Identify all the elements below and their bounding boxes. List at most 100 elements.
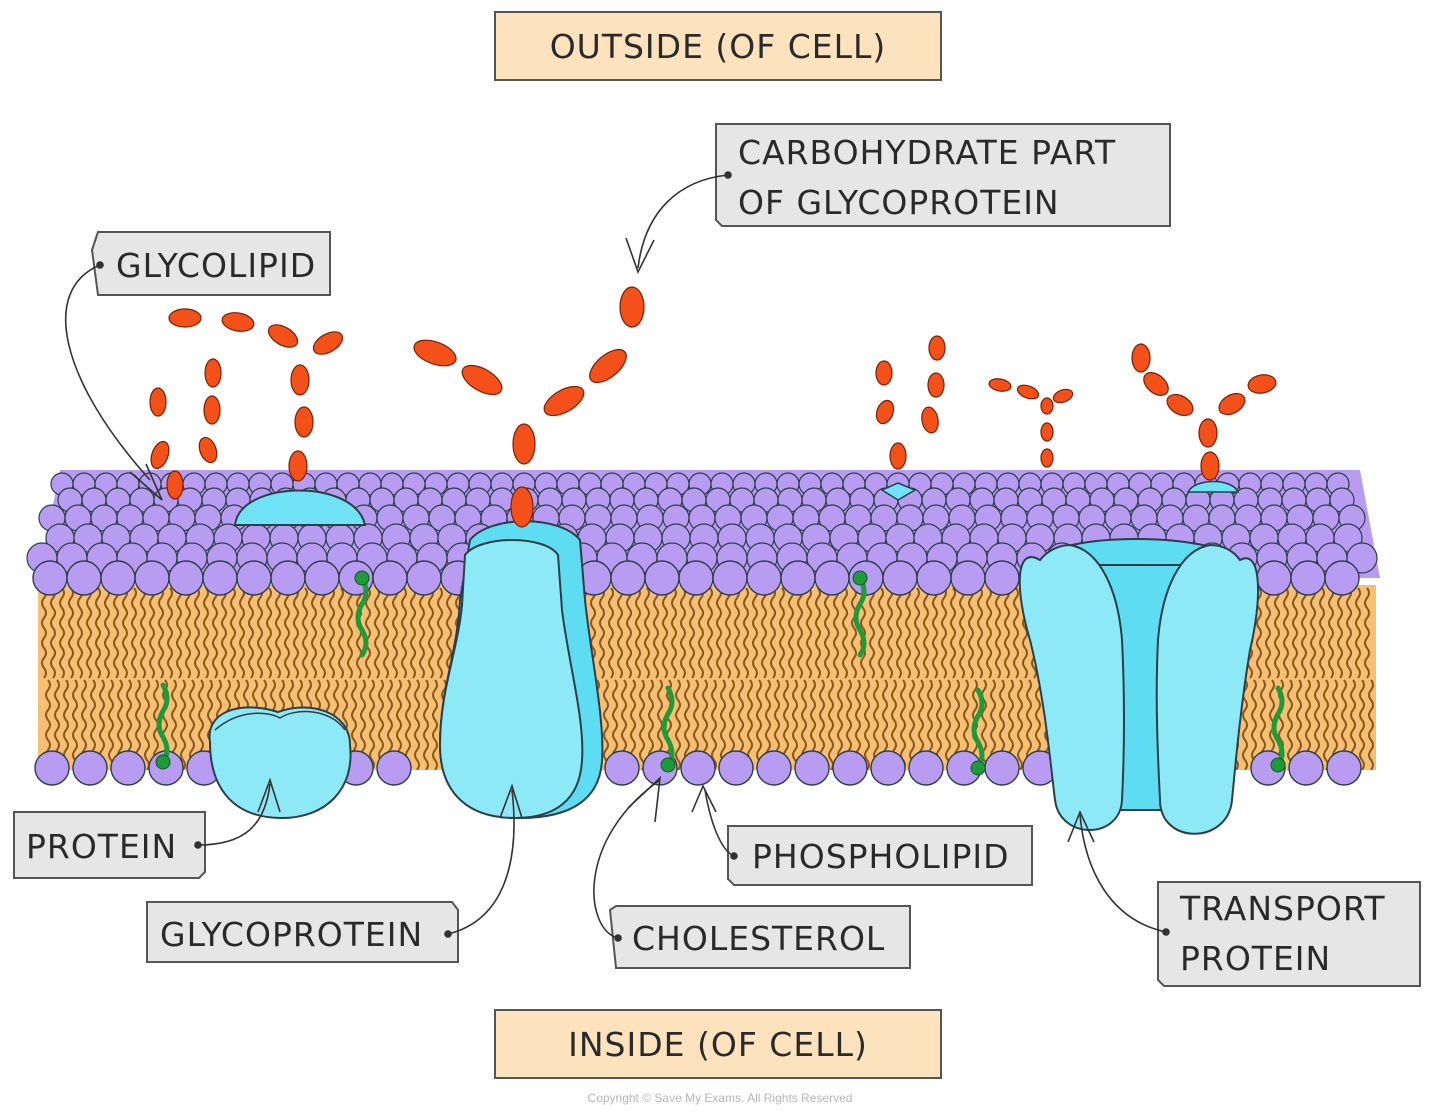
phospholipid-head <box>1290 560 1326 596</box>
fatty-acid-tail <box>635 587 641 679</box>
fatty-acid-tail <box>302 587 308 679</box>
sugar-unit <box>221 312 255 332</box>
fatty-acid-tail <box>743 587 749 679</box>
fatty-acid-tail <box>369 679 375 770</box>
fatty-acid-tail <box>131 587 137 679</box>
sugar-unit <box>290 364 310 396</box>
sugar-unit <box>204 358 222 388</box>
sugar-unit <box>1200 451 1220 481</box>
phospholipid-head <box>304 560 340 596</box>
fatty-acid-tail <box>176 587 182 679</box>
phospholipid-head <box>110 750 146 786</box>
carbohydrate-label: CARBOHYDRATE PART OF GLYCOPROTEIN <box>715 123 1171 227</box>
phospholipid-head <box>746 560 782 596</box>
phospholipid-head <box>34 750 70 786</box>
sugar-unit <box>1166 393 1194 417</box>
cholesterol-tail <box>971 687 985 771</box>
fatty-acid-tail <box>392 587 398 679</box>
sugar-unit <box>927 372 945 398</box>
small-surface-protein <box>1186 480 1240 493</box>
sugar-unit <box>1198 418 1218 448</box>
sugar-unit <box>589 348 627 384</box>
fatty-acid-tail <box>144 679 150 770</box>
fatty-acid-tail <box>752 587 758 679</box>
fatty-acid-tail <box>414 679 420 770</box>
sugar-unit <box>203 395 221 425</box>
phospholipid-head <box>66 560 102 596</box>
fatty-acid-tail <box>617 587 623 679</box>
fatty-acid-tail <box>1004 587 1010 679</box>
fatty-acid-tail <box>257 587 263 679</box>
fatty-acid-tail <box>221 587 227 679</box>
fatty-acid-tail <box>671 587 677 679</box>
cholesterol-tail <box>661 685 675 768</box>
fatty-acid-tail <box>909 679 915 770</box>
phospholipid-head <box>100 560 136 596</box>
phospholipid-head <box>756 750 792 786</box>
cholesterol-head <box>660 757 676 773</box>
cholesterol-tail <box>1271 685 1285 768</box>
cholesterol-molecules <box>155 570 1286 776</box>
fatty-acid-tail <box>1274 587 1280 679</box>
phospholipid-head <box>794 750 830 786</box>
fatty-acid-tail <box>1265 587 1271 679</box>
cholesterol-tail <box>355 575 369 658</box>
fatty-acid-tail <box>266 587 272 679</box>
fatty-acid-tail <box>86 587 92 679</box>
fatty-acid-tail <box>293 587 299 679</box>
fatty-acid-tail <box>698 587 704 679</box>
phospholipid-head <box>678 560 714 596</box>
fatty-acid-tail <box>428 587 434 679</box>
phospholipid-head <box>1326 750 1362 786</box>
phospholipid-head <box>406 560 442 596</box>
sugar-unit <box>198 436 218 464</box>
phospholipid-label: PHOSPHOLIPID <box>727 825 1033 886</box>
cholesterol-head <box>970 760 986 776</box>
cholesterol-head <box>354 570 370 586</box>
fatty-acid-tail <box>770 587 776 679</box>
fatty-acid-tail <box>1013 587 1019 679</box>
fatty-acid-tail <box>1026 679 1032 770</box>
svg-text:GLYCOLIPID: GLYCOLIPID <box>116 246 316 285</box>
phospholipid-head <box>644 560 680 596</box>
fatty-acid-tail <box>149 587 155 679</box>
fatty-acid-tail <box>941 587 947 679</box>
fatty-acid-tail <box>828 679 834 770</box>
fatty-acid-tail <box>378 679 384 770</box>
fatty-acid-tail <box>374 587 380 679</box>
sugar-unit <box>1131 343 1151 373</box>
fatty-acid-tail <box>689 587 695 679</box>
fatty-acid-tail <box>864 679 870 770</box>
fatty-acid-tail <box>932 587 938 679</box>
cholesterol-tail <box>156 682 170 765</box>
fatty-acid-tail <box>626 587 632 679</box>
fatty-acid-tail <box>914 587 920 679</box>
sugar-unit <box>267 324 299 348</box>
cholesterol-head <box>852 570 868 586</box>
fatty-acid-tail <box>1017 679 1023 770</box>
phospholipid-head <box>950 560 986 596</box>
fatty-acid-tail <box>1355 587 1361 679</box>
inside-label: INSIDE (OF CELL) <box>494 1009 942 1079</box>
carbohydrate-chains <box>149 286 1277 528</box>
phospholipid-head <box>134 560 170 596</box>
phospholipid-head <box>1256 560 1292 596</box>
fatty-acid-tail <box>212 587 218 679</box>
fatty-acid-tail <box>923 587 929 679</box>
protein-shape-top <box>214 710 346 731</box>
fatty-acid-tail <box>284 587 290 679</box>
fatty-acid-tail <box>653 587 659 679</box>
fatty-acid-tail <box>1287 679 1293 770</box>
membrane-top-surface <box>26 470 1380 578</box>
phospholipid-head <box>1324 560 1360 596</box>
fatty-acid-tail <box>239 587 245 679</box>
phospholipid-head <box>712 560 748 596</box>
phospholipid-head <box>814 560 850 596</box>
fatty-acid-tail <box>194 587 200 679</box>
phospholipid-head <box>780 560 816 596</box>
fatty-acid-tail <box>675 679 681 770</box>
fatty-acid-tail <box>50 587 56 679</box>
fatty-acid-tail <box>1337 587 1343 679</box>
phospholipid-head <box>72 750 108 786</box>
fatty-acid-tail <box>1251 679 1257 770</box>
